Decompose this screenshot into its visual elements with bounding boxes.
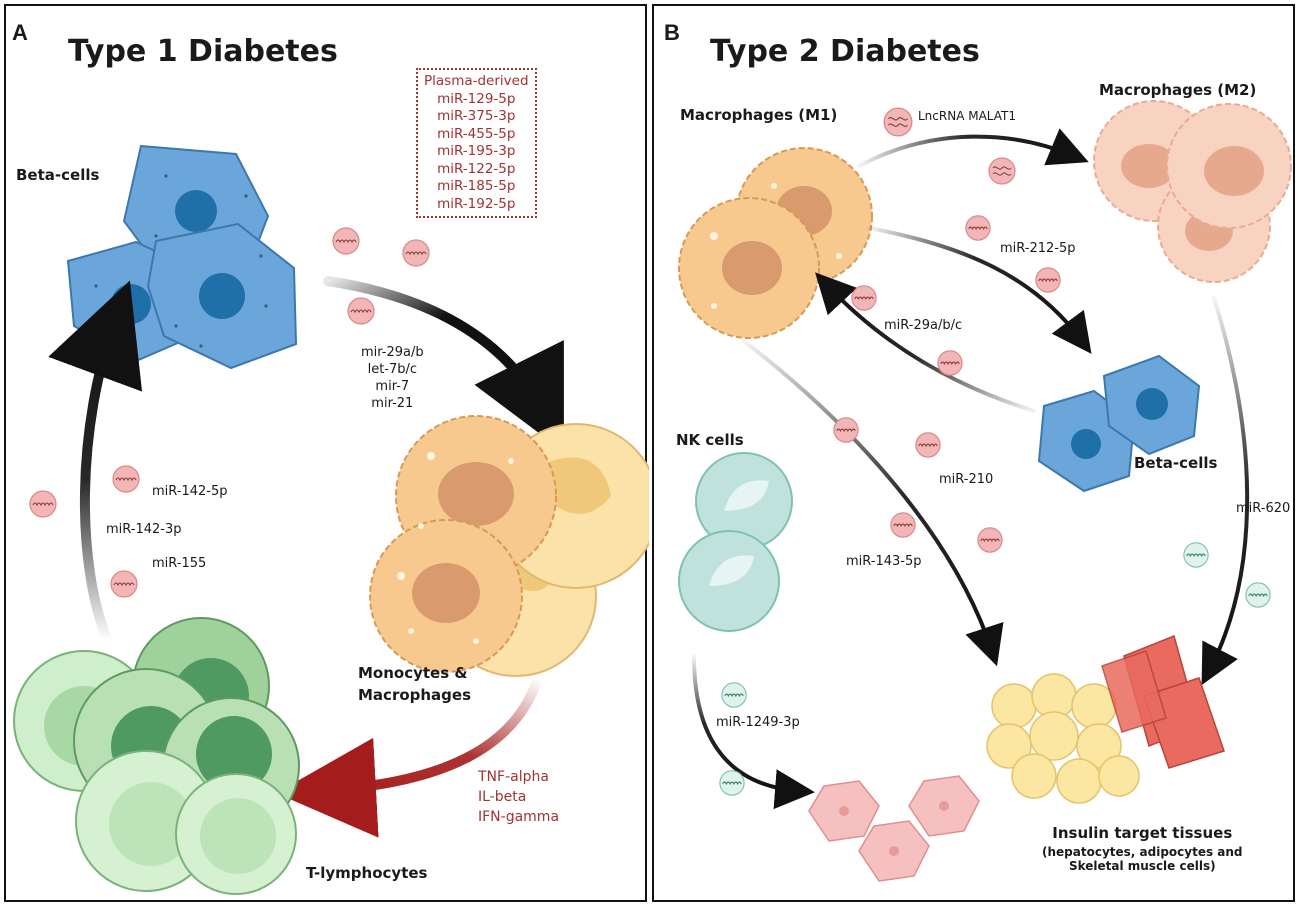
insulin-target-title: Insulin target tissues	[1052, 824, 1233, 842]
lncrna-sphere	[988, 157, 1016, 185]
monocytes-label-line: Macrophages	[358, 686, 472, 704]
plasma-line: Plasma-derived	[424, 73, 529, 89]
arrow-beta-to-monocytes	[323, 276, 564, 452]
mir-line: mir-29a/b	[361, 345, 424, 360]
adipocytes-group	[986, 673, 1140, 804]
arrow-m2-to-tissues	[1201, 296, 1250, 686]
mir-29-label: miR-29a/b/c	[884, 318, 963, 333]
hepatocytes-group	[808, 775, 980, 882]
mirna-sphere	[402, 239, 430, 267]
mirna-sphere	[833, 417, 859, 443]
beta-to-monocytes-mirs: mir-29a/b let-7b/c mir-7 mir-21	[361, 344, 424, 412]
mirna-sphere-green	[719, 770, 745, 796]
plasma-line: miR-455-5p	[437, 125, 516, 142]
arrow-monocytes-to-tcells	[276, 673, 543, 838]
mir-620-label: miR-620	[1236, 501, 1291, 516]
cytokine-item: IL-beta	[478, 789, 527, 805]
cytokines-list: TNF-alpha IL-beta IFN-gamma	[478, 767, 559, 827]
plasma-line: miR-122-5p	[437, 160, 516, 177]
beta-cells-label: Beta-cells	[16, 166, 100, 184]
skeletal-muscle-group	[1101, 634, 1225, 769]
mir-142-5p-label: miR-142-5p	[152, 484, 228, 499]
arrow-beta-to-m1	[815, 272, 1036, 413]
mirna-sphere	[851, 285, 877, 311]
mirna-sphere	[29, 490, 57, 518]
mirna-sphere	[915, 432, 941, 458]
lncrna-label: LncRNA MALAT1	[918, 109, 1016, 123]
mir-212-label: miR-212-5p	[1000, 241, 1076, 256]
plasma-line: miR-129-5p	[437, 90, 516, 107]
insulin-target-label: Insulin target tissues (hepatocytes, adi…	[1042, 824, 1243, 873]
mirna-sphere-green	[1245, 582, 1271, 608]
panel-a-letter: A	[12, 20, 28, 45]
mir-155-label: miR-155	[152, 556, 207, 571]
mirna-sphere-green	[721, 682, 747, 708]
plasma-line: miR-192-5p	[437, 195, 516, 212]
monocytes-label-line: Monocytes &	[358, 664, 468, 682]
panel-type1-art	[13, 144, 649, 895]
beta-cells-label-b: Beta-cells	[1134, 454, 1218, 472]
beta-cells-group	[66, 144, 298, 370]
lncrna-sphere	[883, 107, 913, 137]
insulin-target-sub: Skeletal muscle cells)	[1068, 859, 1216, 873]
cytokine-item: TNF-alpha	[478, 769, 549, 785]
nk-cells-label: NK cells	[676, 431, 744, 449]
insulin-target-sub: (hepatocytes, adipocytes and	[1042, 845, 1243, 859]
plasma-line: miR-375-3p	[437, 108, 516, 124]
plasma-derived-box: Plasma-derived miR-129-5p miR-375-3p miR…	[416, 68, 537, 218]
mirna-sphere	[965, 215, 991, 241]
panel-b-title: Type 2 Diabetes	[710, 34, 980, 69]
mir-143-label: miR-143-5p	[846, 554, 922, 569]
nk-cells-group	[678, 452, 793, 632]
mir-line: mir-21	[371, 396, 414, 411]
panel-a-title: Type 1 Diabetes	[68, 34, 338, 69]
monocytes-group	[369, 415, 649, 677]
mirna-sphere	[332, 227, 360, 255]
panel-type1: A Type 1 Diabetes Beta-cells Plasma-deri…	[4, 4, 649, 902]
beta-cells-group-b	[1037, 354, 1201, 493]
t-lymphocytes-group	[13, 617, 300, 895]
mirna-sphere-green	[1183, 542, 1209, 568]
m2-macrophages-group	[1093, 100, 1292, 283]
panel-type2-art	[678, 100, 1292, 882]
monocytes-label: Monocytes & Macrophages	[358, 662, 471, 706]
m1-macrophages-group	[678, 147, 873, 339]
mirna-sphere	[937, 350, 963, 376]
mirna-sphere	[112, 465, 140, 493]
mir-142-3p-label: miR-142-3p	[106, 522, 182, 537]
mirna-sphere	[110, 570, 138, 598]
mir-line: let-7b/c	[367, 362, 418, 377]
plasma-line: miR-195-3p	[437, 143, 516, 159]
arrow-nk-to-hepatocytes	[692, 654, 815, 810]
arrow-m1-to-m2	[857, 128, 1089, 168]
arrow-m1-to-tissues	[742, 339, 1004, 667]
t-lymphocytes-label: T-lymphocytes	[306, 864, 428, 882]
mir-line: mir-7	[375, 379, 410, 394]
mir-1249-label: miR-1249-3p	[716, 715, 800, 730]
panel-type2: B Type 2 Diabetes Macrophages (M1) Macro…	[652, 4, 1295, 902]
mir-210-label: miR-210	[939, 472, 994, 487]
panel-b-letter: B	[664, 20, 680, 45]
plasma-line: miR-185-5p	[437, 178, 516, 194]
arrow-tcells-to-beta	[48, 280, 143, 646]
mirna-sphere	[1035, 267, 1061, 293]
m2-label: Macrophages (M2)	[1099, 81, 1257, 99]
cytokine-item: IFN-gamma	[478, 809, 560, 825]
m1-label: Macrophages (M1)	[680, 106, 838, 124]
mirna-sphere	[890, 512, 916, 538]
mirna-sphere	[977, 527, 1003, 553]
mirna-sphere	[347, 297, 375, 325]
arrow-m1-to-beta	[867, 226, 1092, 354]
